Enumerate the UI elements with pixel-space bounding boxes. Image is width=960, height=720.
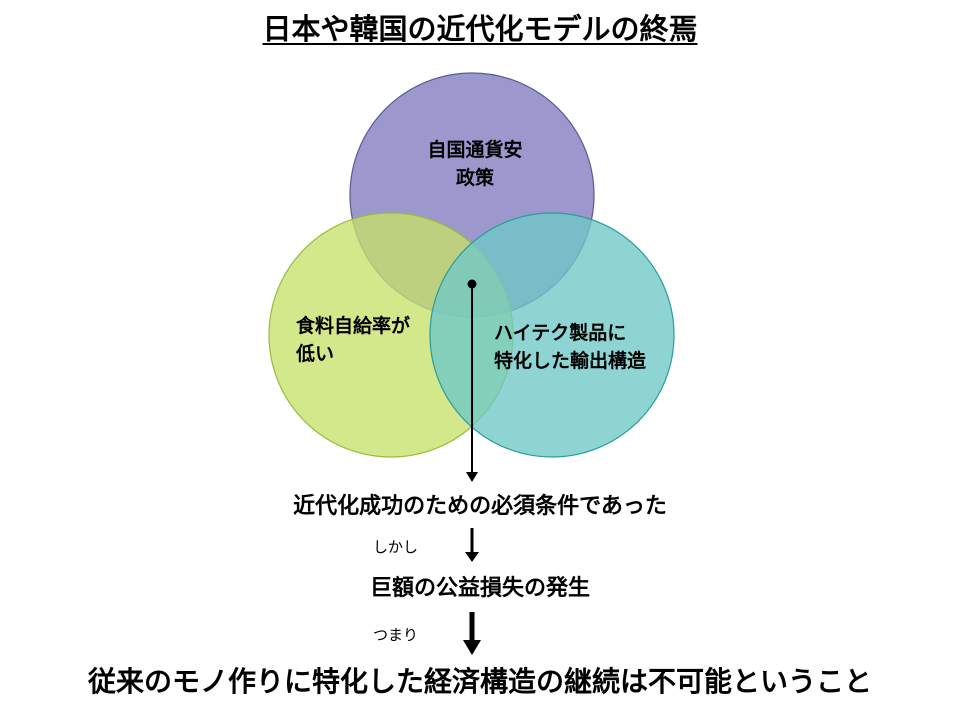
page-title: 日本や韓国の近代化モデルの終焉 (0, 6, 960, 48)
connector-however: しかし (373, 538, 419, 556)
circle-right-label: ハイテク製品に 特化した輸出構造 (494, 319, 694, 375)
conclusion-statement: 従来のモノ作りに特化した経済構造の継続は不可能ということ (87, 665, 872, 698)
circle-left-label-line2: 低い (296, 343, 335, 365)
circle-top-label: 自国通貨安 政策 (390, 136, 560, 192)
circle-left-label-line1: 食料自給率が (296, 315, 411, 337)
arrow-head-main (466, 472, 478, 482)
result-necessary-condition: 近代化成功のための必須条件であった (293, 494, 667, 519)
circle-top-label-line2: 政策 (455, 167, 494, 189)
circle-right (429, 212, 675, 458)
circle-right-label-line2: 特化した輸出構造 (494, 350, 647, 372)
arrow-head-2 (465, 552, 479, 562)
circle-left-label: 食料自給率が 低い (296, 312, 446, 368)
page-title-text: 日本や韓国の近代化モデルの終焉 (262, 12, 698, 46)
circle-top-label-line1: 自国通貨安 (427, 139, 523, 161)
circle-right-label-line1: ハイテク製品に (494, 322, 627, 344)
connector-in-other-words: つまり (373, 626, 419, 644)
arrow-head-3 (463, 640, 481, 655)
result-huge-loss: 巨額の公益損失の発生 (369, 576, 590, 601)
